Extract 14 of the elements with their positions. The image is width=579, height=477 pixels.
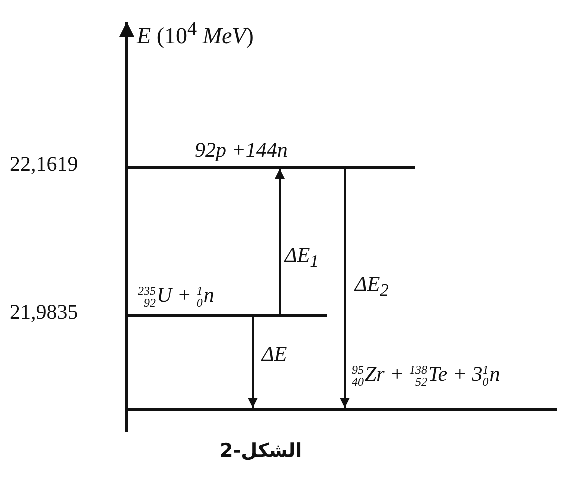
energy-level-line: [125, 408, 557, 411]
energy-arrow: [275, 169, 285, 314]
edge-label: ΔE: [262, 342, 288, 368]
tick-value: 22,1619: [10, 152, 78, 178]
axis-label: E (10$^{4}$ MeV): [137, 18, 254, 50]
energy-arrow: [340, 169, 350, 408]
energy-arrow: [248, 317, 258, 408]
energy-level-line: [127, 314, 327, 317]
edge-label: ΔE$_{1}$: [285, 243, 319, 272]
tick-value: 21,9835: [10, 300, 78, 326]
level-label: 92p +144n: [195, 138, 288, 164]
energy-level-line: [127, 166, 415, 169]
edge-label: ΔE$_{2}$: [355, 272, 389, 302]
figure-caption: الشكل-2: [220, 440, 302, 462]
